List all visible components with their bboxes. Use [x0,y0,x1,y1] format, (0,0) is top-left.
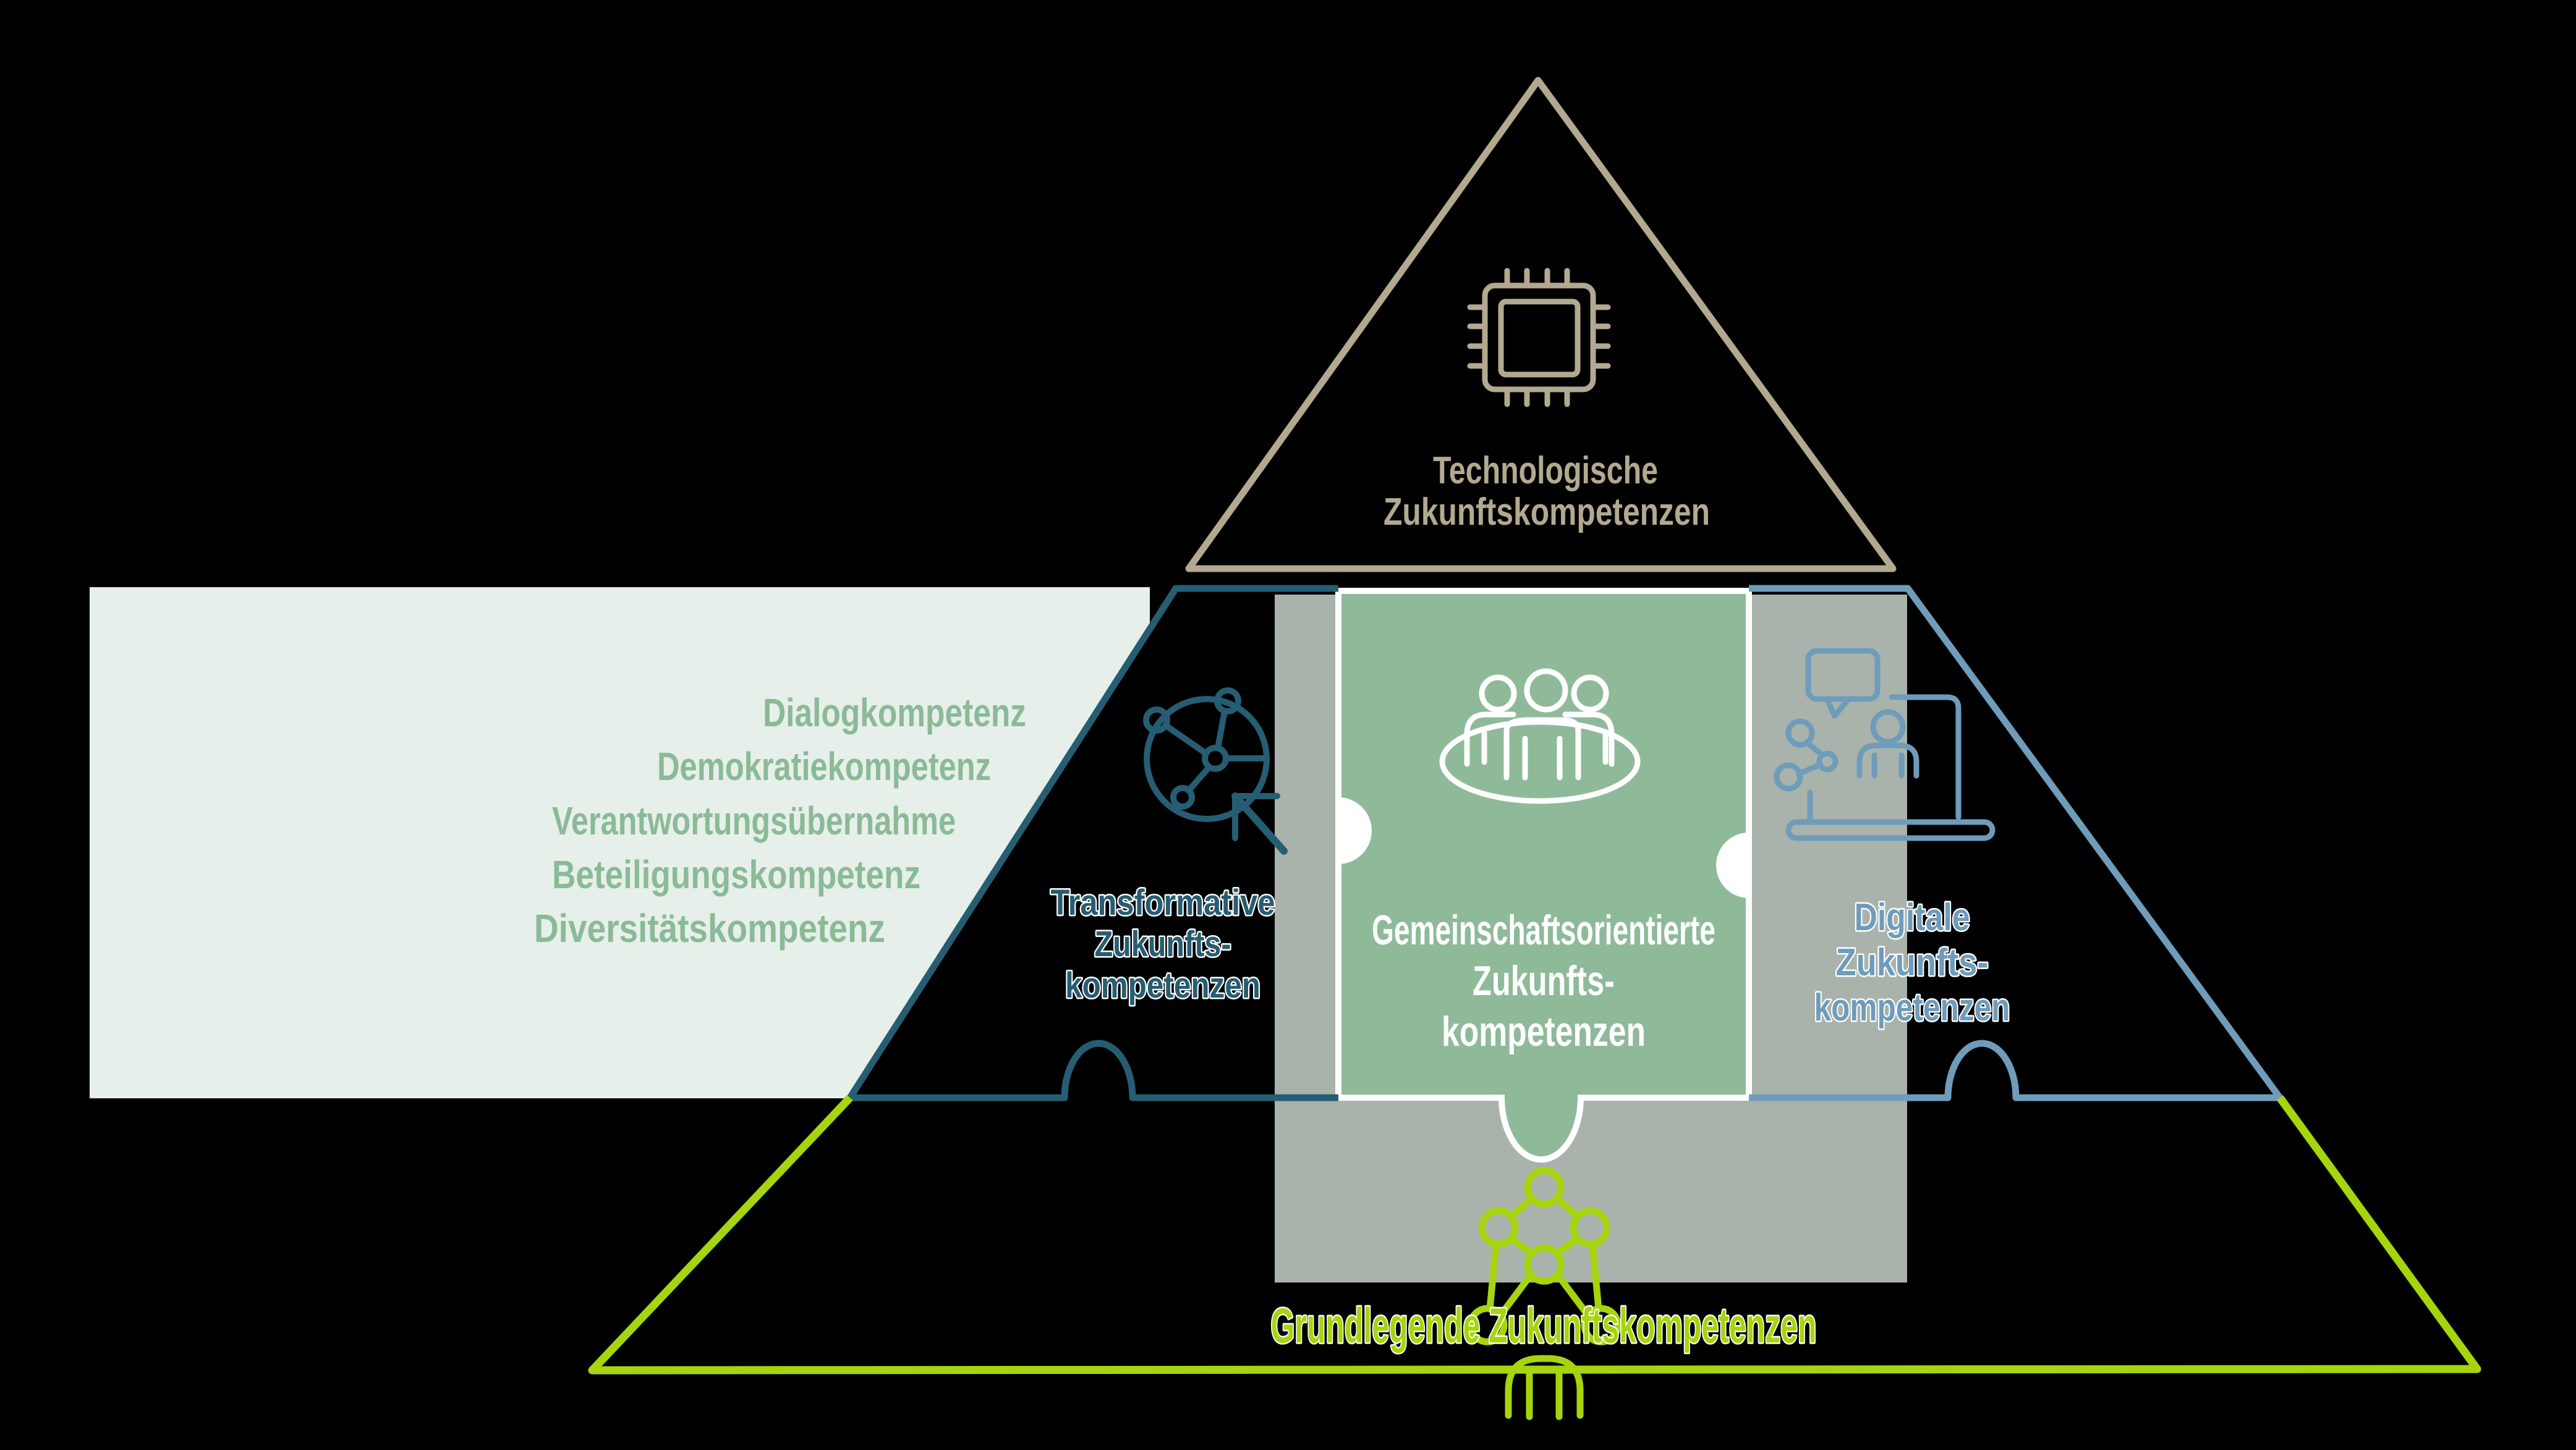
network-person-icon [1467,1167,1622,1420]
right-piece-label: Digitale Zukunfts- kompetenzen [1813,895,2012,1031]
list-item-verantwortungsuebernahme: Verantwortungsübernahme [552,799,956,843]
top-label-line-2: Zukunftskompetenzen [1384,491,1710,533]
left-piece-outline [846,585,1338,1101]
chip-icon [1467,268,1611,407]
globe-network-icon [1143,687,1288,855]
top-level-label: Technologische Zukunftskompetenzen [1384,449,1710,533]
left-label-line-3: kompetenzen [1065,965,1260,1006]
center-piece-label: Gemeinschaftsorientierte Zukunfts- kompe… [1372,907,1715,1055]
right-label-line-3: kompetenzen [1814,986,2010,1029]
center-label-line-3: kompetenzen [1442,1008,1646,1055]
list-item-diversitaetskompetenz: Diversitätskompetenz [534,906,885,951]
right-socket-notch [1716,833,1749,898]
top-label-line-1: Technologische [1433,449,1658,492]
left-label-line-1: Transformative [1051,883,1275,923]
top-triangle-outline [1185,77,1897,572]
left-piece-label: Transformative Zukunfts- kompetenzen [1049,881,1277,1007]
top-band-fill [1189,80,1893,569]
center-puzzle-piece [1335,588,1752,1163]
list-item-dialogkompetenz: Dialogkompetenz [763,690,1026,735]
competency-list: Dialogkompetenz Demokratiekompetenz Vera… [534,690,1026,951]
center-label-line-2: Zukunfts- [1473,957,1615,1004]
laptop-person-icon [1774,648,1996,841]
right-piece-outline [1749,585,2284,1101]
right-label-line-1: Digitale [1855,896,1970,939]
bottom-level-label: Grundlegende Zukunftskompetenzen [1271,1298,1817,1353]
right-label-line-2: Zukunfts- [1836,941,1989,984]
left-socket-notch [1338,797,1372,864]
list-item-beteiligungskompetenz: Beteiligungskompetenz [552,852,920,897]
list-item-demokratiekompetenz: Demokratiekompetenz [657,744,991,789]
left-label-line-2: Zukunfts- [1095,924,1231,964]
people-group-icon [1439,668,1641,804]
bottom-band-outline [588,1095,2481,1375]
center-label-line-1: Gemeinschaftsorientierte [1372,907,1715,954]
